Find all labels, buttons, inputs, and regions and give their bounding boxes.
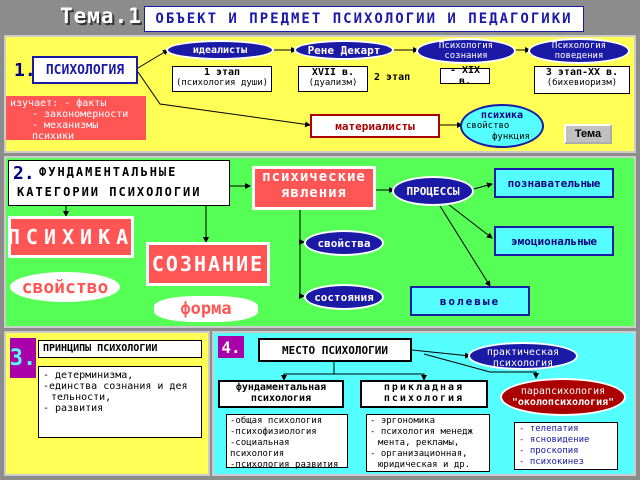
phenomena-line1: психические xyxy=(262,169,366,185)
practical-line1: практическая xyxy=(486,347,560,358)
principle-0: - детерминизма, xyxy=(43,370,134,381)
studies-label: изучает: xyxy=(10,98,59,109)
applied-item-3: - организационная, xyxy=(370,449,468,459)
para-item-1: - ясновидение xyxy=(519,435,590,445)
psyche-box: ПСИХИКА xyxy=(8,216,134,258)
century20-label: XX в. xyxy=(588,67,619,78)
section-1-number: 1. xyxy=(14,60,36,81)
categories-line1: ФУНДАМЕНТАЛЬНЫЕ xyxy=(39,165,178,179)
phenomena-box: психические явления xyxy=(252,166,376,210)
principles-list: - детерминизма, -единства сознания и дея… xyxy=(38,366,202,438)
idealists-ellipse: идеалисты xyxy=(166,40,274,60)
fundamental-item-0: -общая психология xyxy=(230,416,323,426)
psyche-ellipse: психика свойство функция xyxy=(460,104,544,148)
century19-label: - XIX в. xyxy=(440,65,490,87)
applied-item-2: мента, рекламы, xyxy=(378,438,460,448)
century17-label: XVII в. xyxy=(311,67,355,78)
fundamental-item-1: -психофизиология xyxy=(230,427,317,437)
century17-box: XVII в. (дуализм) xyxy=(298,66,368,92)
stage1-label: 1 этап xyxy=(203,67,241,78)
applied-item-4: юридическая и др. xyxy=(378,460,471,470)
place-title: МЕСТО ПСИХОЛОГИИ xyxy=(258,338,412,362)
applied-box: прикладная психология xyxy=(360,380,488,408)
psyche-label: психика xyxy=(480,110,524,121)
studies-item-2: - механизмы психики xyxy=(32,120,99,142)
theme-button[interactable]: Тема xyxy=(564,124,612,144)
behavior-psychology-ellipse: Психология поведения xyxy=(528,38,630,64)
stage1-box: 1 этап (психология души) xyxy=(172,66,272,92)
practical-ellipse: практическая психология xyxy=(468,342,578,370)
para-item-3: - психокинез xyxy=(519,457,585,467)
para-item-2: - проскопия xyxy=(519,446,579,456)
dualism-label: (дуализм) xyxy=(308,78,358,88)
form-ellipse: форма xyxy=(154,296,258,322)
categories-line2: КАТЕГОРИИ ПСИХОЛОГИИ xyxy=(17,185,202,199)
psychology-box: ПСИХОЛОГИЯ xyxy=(32,56,138,84)
fundamental-line2: психология xyxy=(250,393,312,404)
principle-2: тельности, xyxy=(51,392,112,403)
materialists-box: материалисты xyxy=(310,114,440,138)
applied-line2: психология xyxy=(383,393,465,404)
emotional-box: эмоциональные xyxy=(494,226,614,256)
principle-1: -единства сознания и дея xyxy=(43,381,188,392)
phenomena-line2: явления xyxy=(280,185,347,201)
applied-line1: прикладная xyxy=(383,382,465,393)
section-4-number: 4. xyxy=(218,336,244,358)
section-3-number: 3. xyxy=(10,338,36,378)
behaviorism-label: (бихевиоризм) xyxy=(546,78,618,88)
stage3-box: 3 этап- XX в. (бихевиоризм) xyxy=(534,66,630,94)
applied-list: - эргономика - психология менедж мента, … xyxy=(366,414,490,472)
para-item-0: - телепатия xyxy=(519,424,579,434)
principle-3: - развития xyxy=(43,403,104,414)
stage2-label: 2 этап xyxy=(374,72,411,83)
fundamental-list: -общая психология -психофизиология -соци… xyxy=(226,414,348,470)
stage3-label: 3 этап- xyxy=(545,67,589,78)
volitional-box: волевые xyxy=(410,286,530,316)
processes-ellipse: ПРОЦЕССЫ xyxy=(392,176,474,206)
parapsych-ellipse: парапсихология "околопсихология" xyxy=(500,378,626,416)
topic-label: Тема.1 xyxy=(60,4,142,28)
parapsych-line2: "околопсихология" xyxy=(511,397,615,408)
studies-item-1: - закономерности xyxy=(32,109,129,120)
applied-item-1: - психология менедж xyxy=(370,427,473,437)
fundamental-item-3: -психология развития xyxy=(230,460,339,470)
fundamental-box: фундаментальная психология xyxy=(218,380,344,408)
practical-line2: психология xyxy=(492,358,554,369)
principles-title: ПРИНЦИПЫ ПСИХОЛОГИИ xyxy=(38,340,202,358)
descartes-ellipse: Рене Декарт xyxy=(294,40,394,60)
property-label: свойство xyxy=(466,121,510,131)
states-ellipse: состояния xyxy=(304,284,384,310)
applied-item-0: - эргономика xyxy=(370,416,436,426)
studies-item-0: - факты xyxy=(64,98,107,109)
consciousness-box: СОЗНАНИЕ xyxy=(146,242,270,286)
parapsych-line1: парапсихология xyxy=(520,386,606,397)
consciousness-psychology-ellipse: Психология сознания xyxy=(416,38,516,64)
fundamental-item-2: -социальная психология xyxy=(230,438,290,459)
property-ellipse: свойство xyxy=(10,272,120,302)
cognitive-box: познавательные xyxy=(494,168,614,198)
categories-box: 2. ФУНДАМЕНТАЛЬНЫЕ КАТЕГОРИИ ПСИХОЛОГИИ xyxy=(8,160,230,206)
stage1-desc: (психология души) xyxy=(175,78,269,88)
parapsych-list: - телепатия - ясновидение - проскопия - … xyxy=(514,422,618,470)
function-label: функция xyxy=(492,132,530,142)
page-title: ОБЪЕКТ И ПРЕДМЕТ ПСИХОЛОГИИ И ПЕДАГОГИКИ xyxy=(144,6,584,32)
section-2-number: 2. xyxy=(13,163,35,184)
fundamental-line1: фундаментальная xyxy=(235,382,327,393)
studies-box: изучает: - факты - закономерности - меха… xyxy=(6,96,146,142)
properties-ellipse: свойства xyxy=(304,230,384,256)
